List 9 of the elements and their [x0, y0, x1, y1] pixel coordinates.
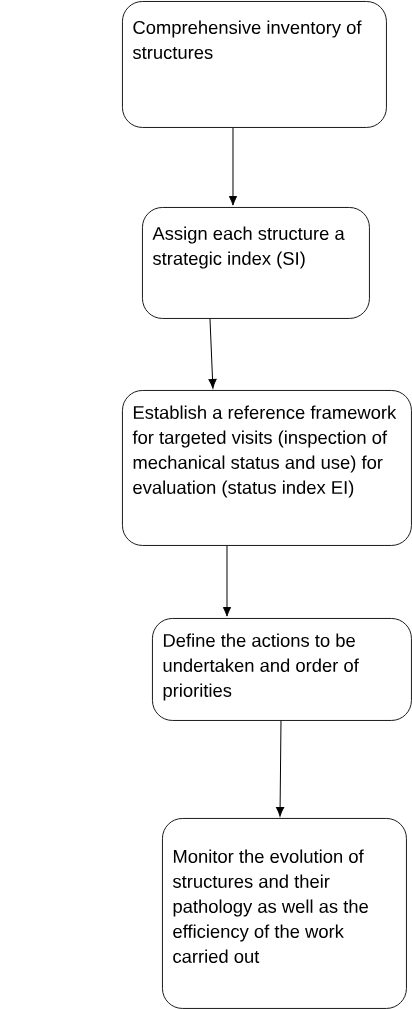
process-box: Define the actions to be undertaken and order of priorities	[152, 618, 412, 721]
process-box: Comprehensive inventory of structures	[122, 1, 387, 128]
process-box: Establish a reference framework for targeted visits (inspection of mechanical status and use) for evaluation (status index EI)	[122, 390, 412, 546]
process-box: Monitor the evolution of structures and their pathology as well as the efficiency of the work carried out	[162, 818, 407, 1009]
process-box: Assign each structure a strategic index (SI)	[142, 207, 370, 319]
arrow	[228, 127, 238, 206]
arrow	[208, 318, 217, 389]
arrow	[222, 545, 232, 617]
arrow	[276, 720, 285, 817]
